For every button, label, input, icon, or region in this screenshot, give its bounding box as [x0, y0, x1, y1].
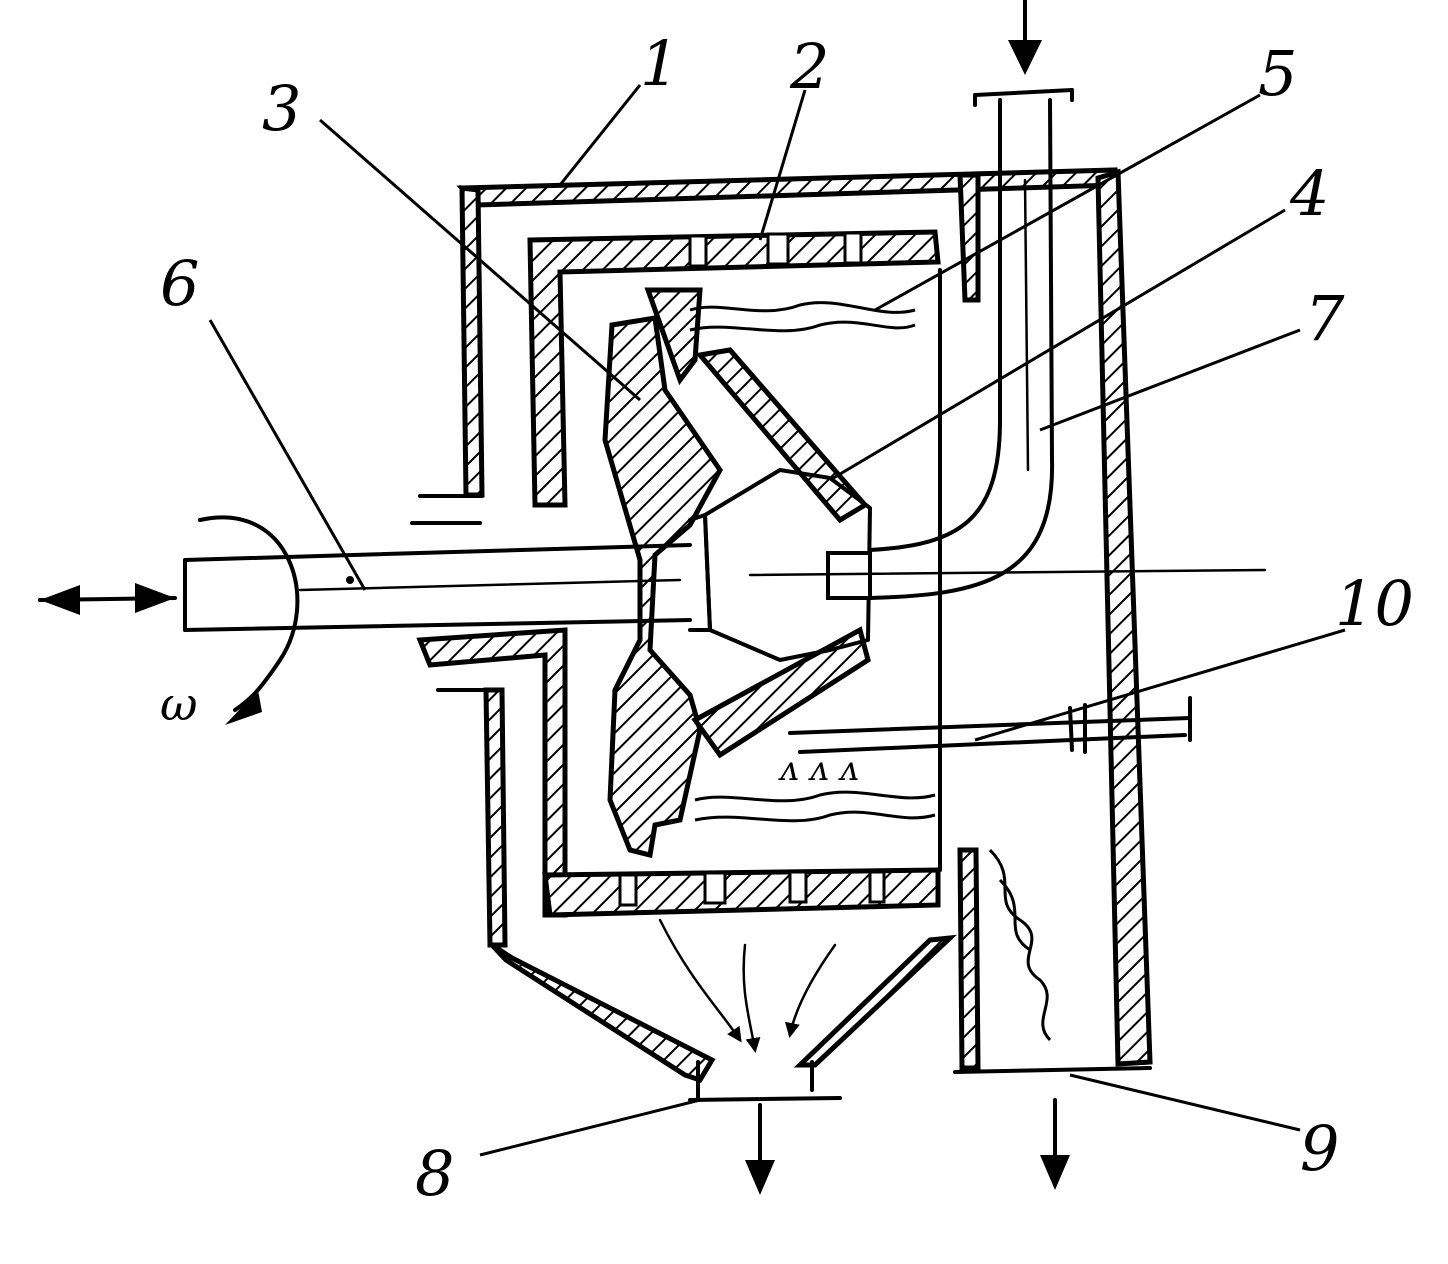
drive-shaft: ω — [38, 515, 692, 731]
scraper-rod — [788, 696, 1192, 754]
label-5: 5 — [1258, 37, 1297, 110]
label-1: 1 — [640, 27, 679, 100]
leader-lines — [208, 84, 1346, 1157]
central-hub — [688, 468, 872, 662]
label-3: 3 — [262, 72, 301, 145]
outlet-arrows — [658, 918, 1070, 1195]
svg-text:ᴧ ᴧ ᴧ: ᴧ ᴧ ᴧ — [778, 749, 859, 789]
feed-pipe — [748, 0, 1267, 600]
label-6: 6 — [160, 247, 199, 320]
label-7: 7 — [1305, 282, 1345, 355]
outer-housing — [410, 167, 1153, 1102]
label-10: 10 — [1335, 567, 1414, 640]
label-2: 2 — [789, 30, 829, 103]
label-8: 8 — [415, 1137, 454, 1210]
material-fill: ᴧ ᴧ ᴧ — [689, 301, 1052, 1042]
label-4: 4 — [1289, 157, 1329, 230]
label-9: 9 — [1300, 1112, 1339, 1185]
rotor-basket — [416, 229, 942, 918]
omega-symbol: ω — [160, 677, 198, 731]
part-labels: 1 2 3 4 5 6 7 8 9 10 — [160, 27, 1414, 1210]
